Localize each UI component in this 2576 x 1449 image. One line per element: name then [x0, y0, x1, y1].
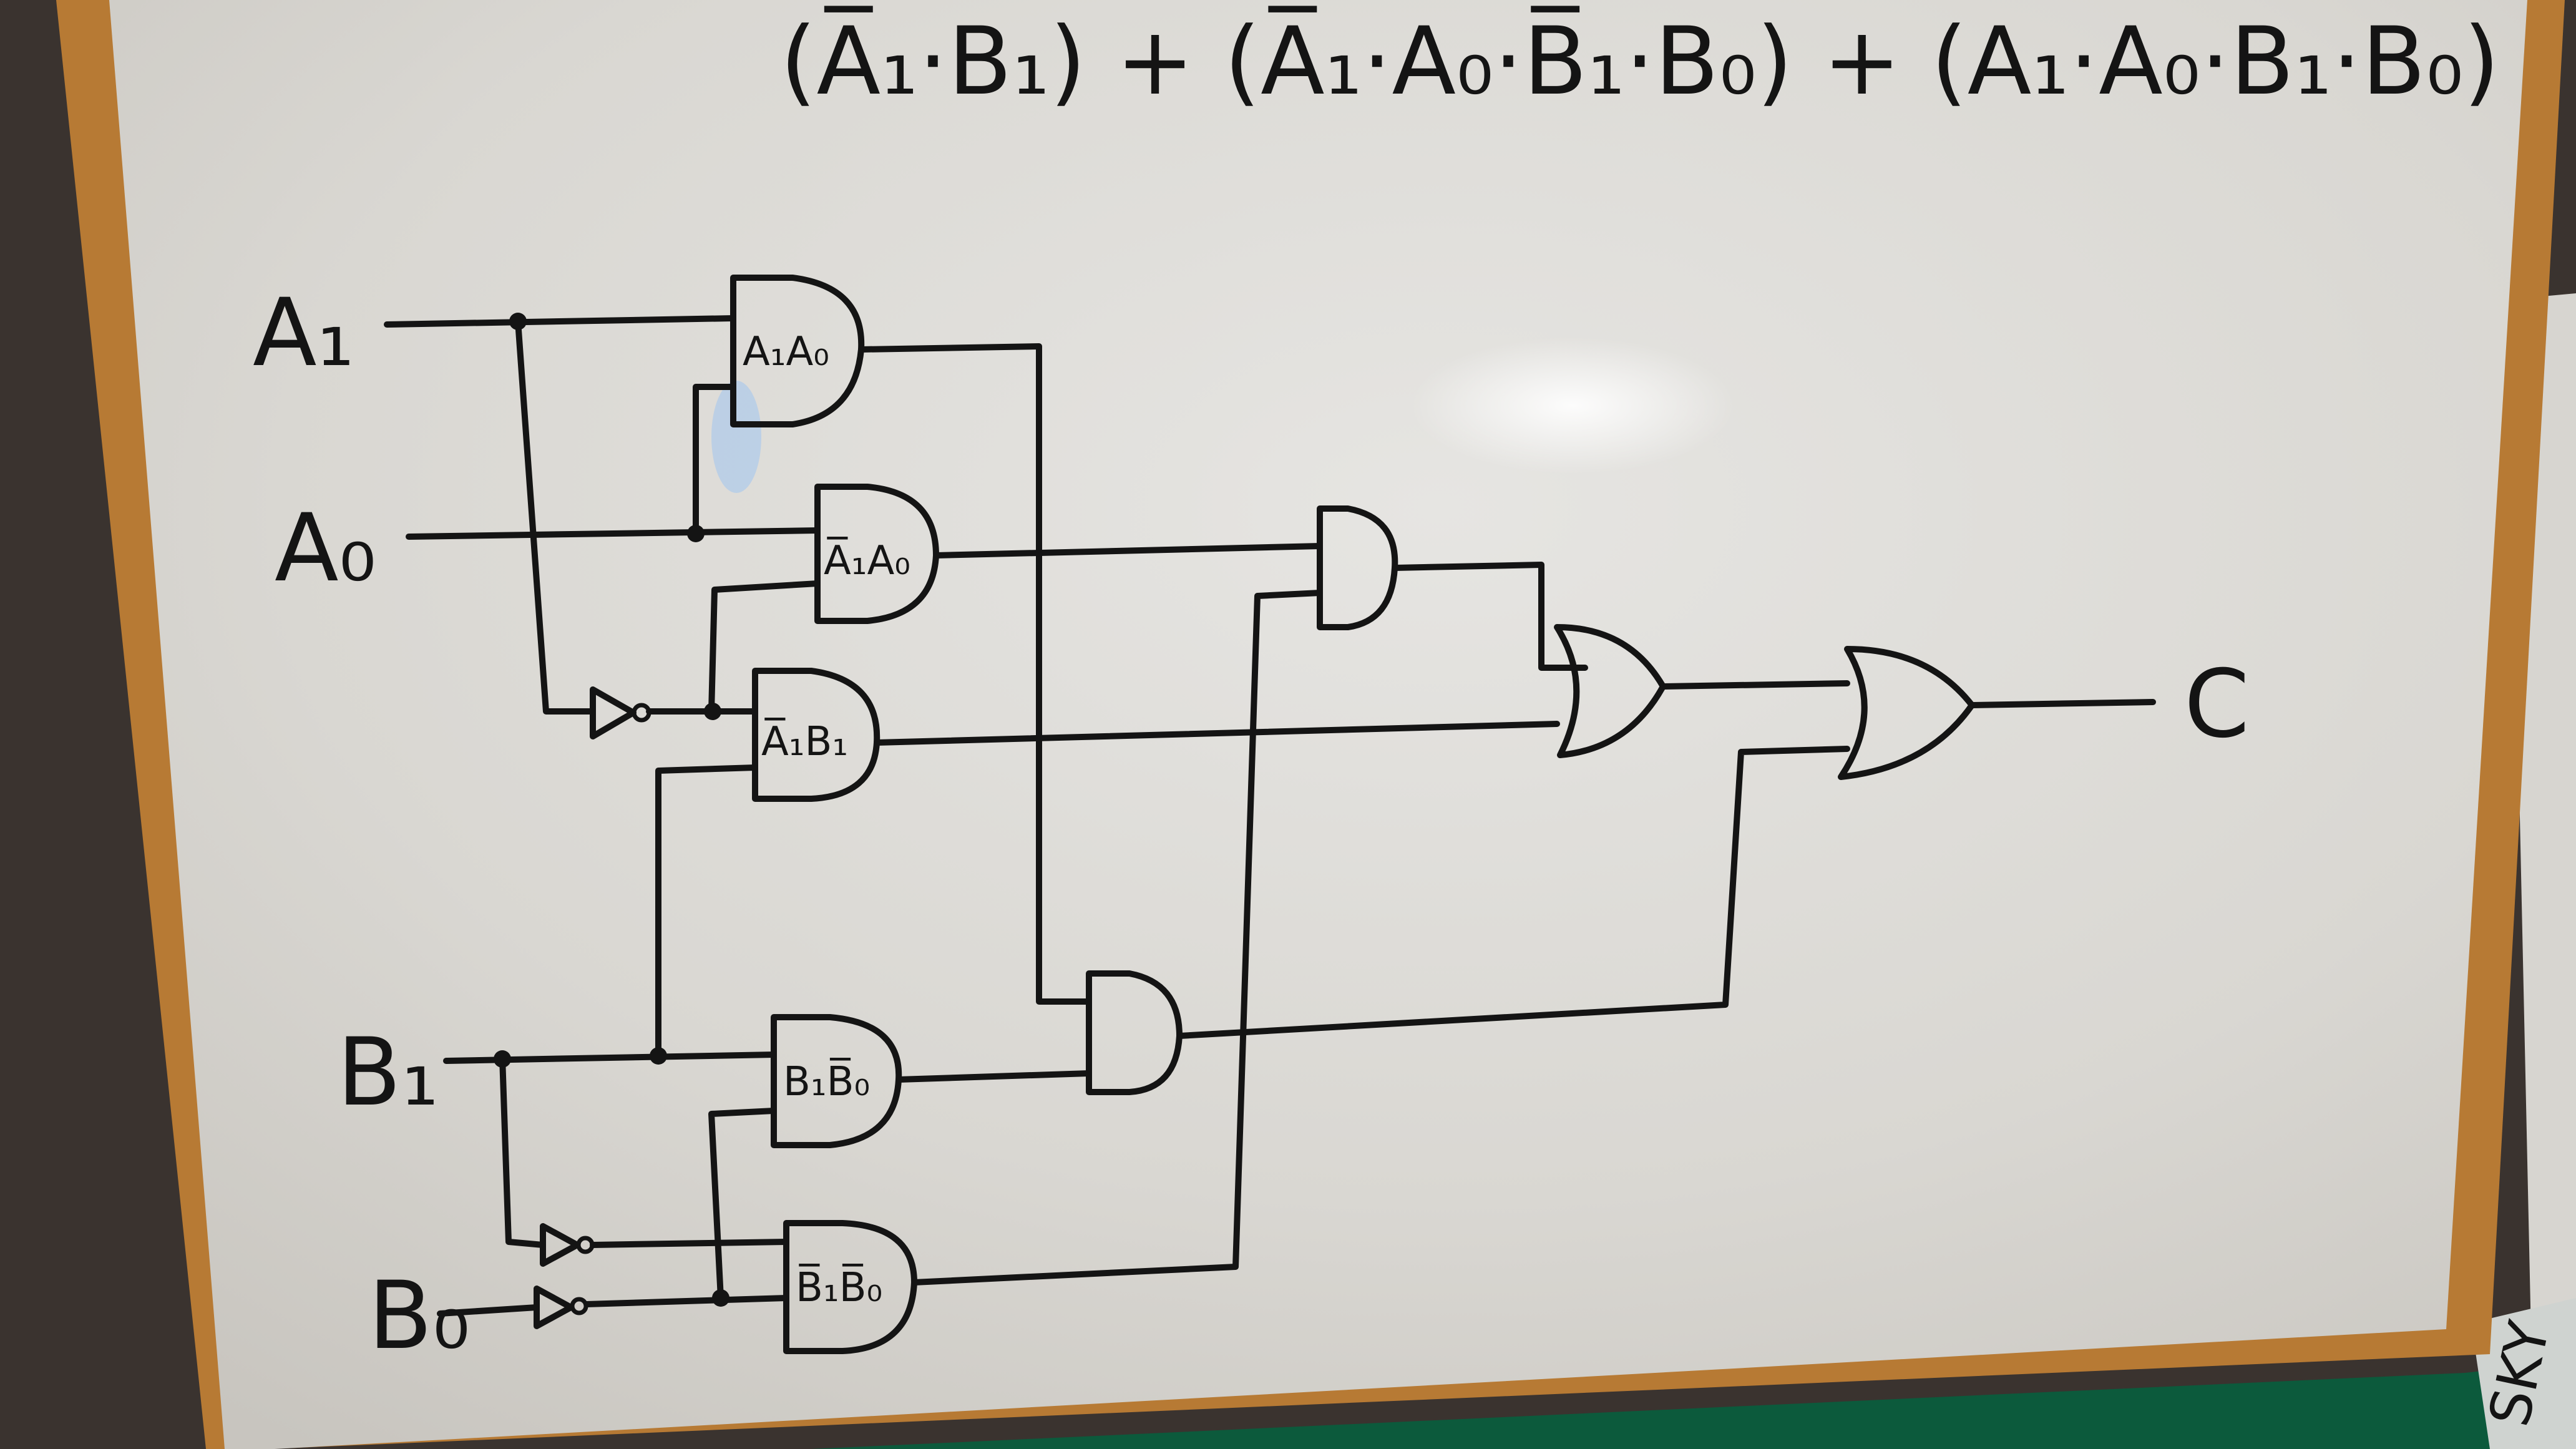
and-gate-na1a0: A̅₁A₀ [814, 484, 939, 624]
junction-not-b0 [712, 1289, 729, 1307]
gate-label-na1b1: A̅₁B₁ [761, 717, 848, 765]
junction-b1 [494, 1050, 511, 1068]
and-gate-nb1nb0: B̅₁B̅₀ [783, 1220, 917, 1354]
output-label-c: C [2184, 650, 2250, 759]
wire-a1-to-not [515, 318, 596, 715]
wire-or1-out [1660, 680, 1850, 690]
not-gate-b1 [540, 1223, 595, 1267]
wire-b1-to-not [499, 1055, 546, 1248]
not-gate-b0 [534, 1286, 588, 1329]
wire-not-b0-up [708, 1108, 777, 1301]
junction-not-a1 [704, 703, 721, 720]
junction-a0 [687, 525, 705, 542]
input-label-b1: B₁ [337, 1018, 439, 1127]
wire-a0-to-and1 [693, 384, 736, 537]
wire-and6-out [1392, 562, 1588, 671]
wire-and3-out [874, 721, 1560, 746]
wire-a1 [384, 315, 736, 328]
gate-label-nb1nb0: B̅₁B̅₀ [796, 1263, 882, 1311]
not-gate-a1 [590, 686, 651, 739]
input-label-a0: A₀ [275, 494, 376, 603]
junctions [494, 313, 729, 1307]
and-gate-na1b1: A̅₁B₁ [752, 668, 881, 802]
gate-label-na1a0: A̅₁A₀ [824, 536, 910, 584]
glare-blue [711, 381, 761, 493]
junction-b1-gate [650, 1047, 667, 1065]
wire-b0 [437, 1304, 540, 1317]
and-gate-mid [1317, 505, 1398, 630]
wires [384, 315, 2156, 1317]
or-gate-output [1838, 646, 1975, 780]
wire-not-b0 [583, 1295, 789, 1307]
wire-a0 [406, 527, 821, 540]
wire-not-b1 [590, 1239, 789, 1248]
gate-label-a1a0: A₁A₀ [743, 329, 829, 375]
input-label-a1: A₁ [253, 279, 354, 388]
boolean-formula: (A̅₁·B₁) + (A̅₁·A₀·B̅₁·B₀) + (A₁·A₀·B₁·B… [780, 6, 2500, 116]
wire-and2-out [933, 543, 1323, 559]
board-surface [109, 0, 2527, 1449]
glare [1410, 337, 1735, 474]
input-label-b0: B₀ [368, 1262, 470, 1370]
wire-output-c [1969, 699, 2156, 708]
wire-and4-out [895, 1070, 1092, 1083]
wire-and5-out [911, 590, 1323, 1286]
or-gate-1 [1554, 624, 1666, 758]
junction-a1 [509, 313, 527, 330]
and-gate-b1nb0: B₁B̅₀ [771, 1014, 902, 1148]
gate-label-b1nb0: B₁B̅₀ [783, 1057, 870, 1105]
corner-sign: SKY [2471, 1298, 2576, 1449]
and-gate-a1a0: A₁A₀ [730, 275, 865, 427]
green-felt [811, 1360, 2576, 1449]
and-gate-lower [1086, 970, 1183, 1095]
wire-not-a1-up [708, 580, 821, 715]
wire-and7-out [1176, 746, 1850, 1039]
wire-b1-up [655, 764, 758, 1058]
wire-and1-out [858, 343, 1092, 1005]
